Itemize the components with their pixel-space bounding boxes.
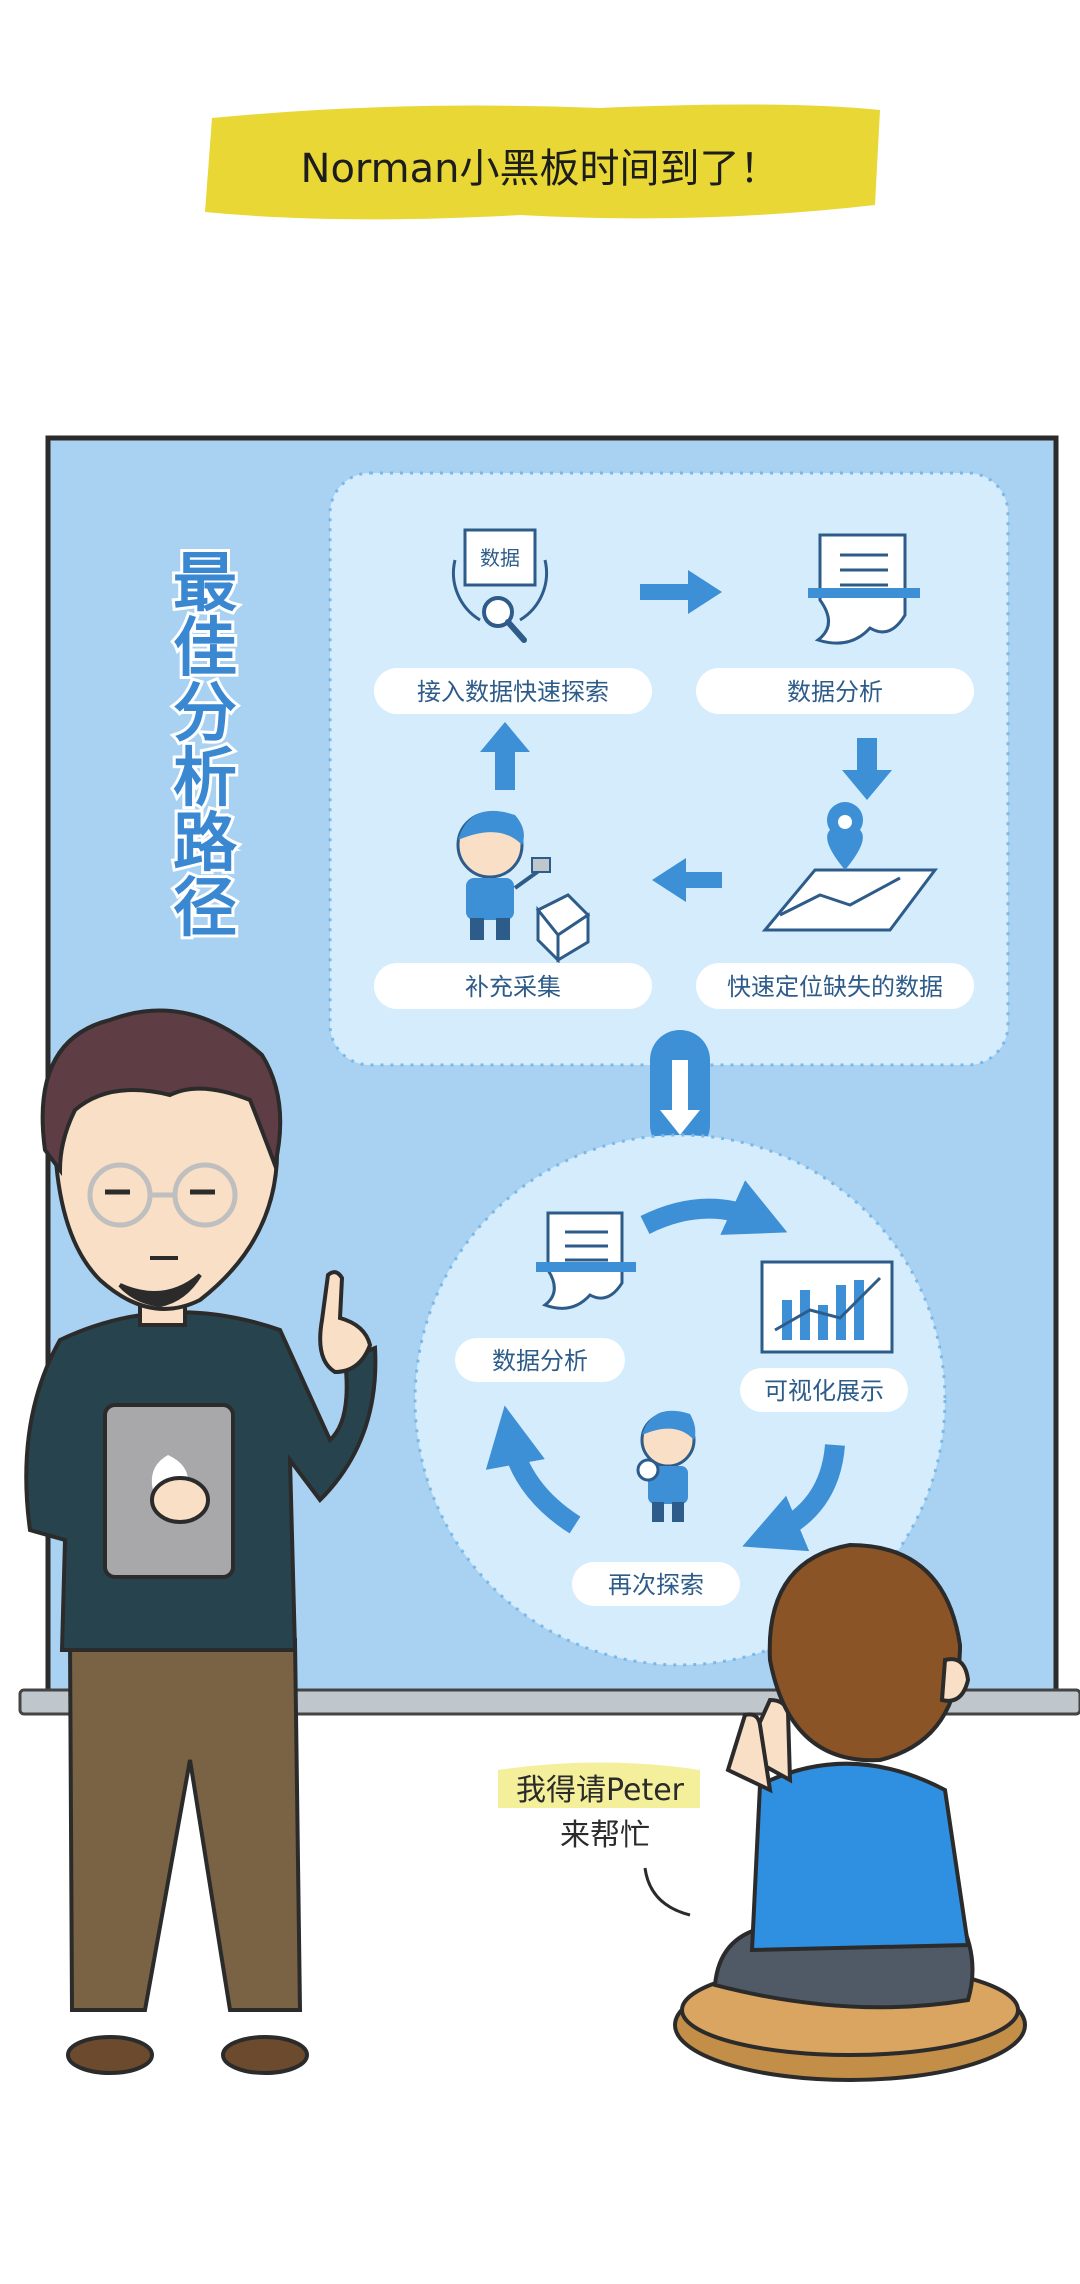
speech-highlight [498,1762,700,1808]
analysis-label: 数据分析 [787,678,883,706]
worker-character [456,810,591,964]
ingest-label-pill [374,668,652,714]
analysis-label-pill [696,668,974,714]
ingest-label: 接入数据快速探索 [417,678,609,706]
speech-bubble: 我得请Peter 来帮忙 [498,1762,700,1917]
seated-kid-character [673,1542,1027,2082]
visualize-label: 可视化展示 [764,1377,884,1405]
bottom-cycle-panel: 数据分析 可视化展示 再次探索 [413,1133,947,1667]
visualize-pill [740,1368,908,1412]
speech-line-1: 我得请Peter [516,1773,685,1808]
bottom-analysis-label: 数据分析 [492,1347,588,1375]
database-box-label: 数据 [480,546,520,570]
title-char: 分 [173,677,237,751]
supplement-label: 补充采集 [465,973,561,1001]
locate-label-pill [696,963,974,1009]
vertical-title: 最 佳 分 析 路 径 [170,544,241,949]
bottom-analysis-pill [455,1338,625,1382]
title-char: 析 [173,742,237,816]
banner-title: Norman小黑板时间到了！ [301,146,780,192]
document-icon [808,533,920,645]
right-arrow-icon [640,570,722,614]
explore-again-label: 再次探索 [608,1571,704,1599]
supplement-label-pill [374,963,652,1009]
speech-line-2: 来帮忙 [560,1818,650,1853]
cycle-arrow-icon [742,1443,845,1552]
magnifier-icon [636,1458,660,1482]
banner-background [205,104,880,220]
speech-tail [643,1867,691,1917]
location-pin-icon [761,802,938,932]
cycle-arrow-icon [640,1180,788,1235]
bar-chart-icon [760,1260,894,1354]
database-box-icon: 数据 [451,528,549,622]
title-char: 径 [173,872,237,946]
title-char: 最 [173,547,237,621]
locate-label: 快速定位缺失的数据 [727,973,943,1001]
top-flow-panel: 数据 接入数据快速探索 数据分析 [328,471,1010,1067]
banner: Norman小黑板时间到了！ [205,104,880,220]
explore-again-pill [572,1562,740,1606]
title-char: 佳 [173,612,237,686]
up-arrow-icon [480,722,530,790]
magnifier-icon [482,596,527,643]
panel-connector-arrow [650,1030,710,1155]
cycle-arrow-icon [485,1405,581,1534]
left-arrow-icon [652,858,722,902]
title-char: 路 [173,807,238,881]
down-arrow-icon [842,738,892,800]
document-icon [536,1211,636,1310]
explorer-character [636,1410,696,1522]
down-arrow-icon [660,1060,700,1135]
teacher-character [24,1008,378,2075]
